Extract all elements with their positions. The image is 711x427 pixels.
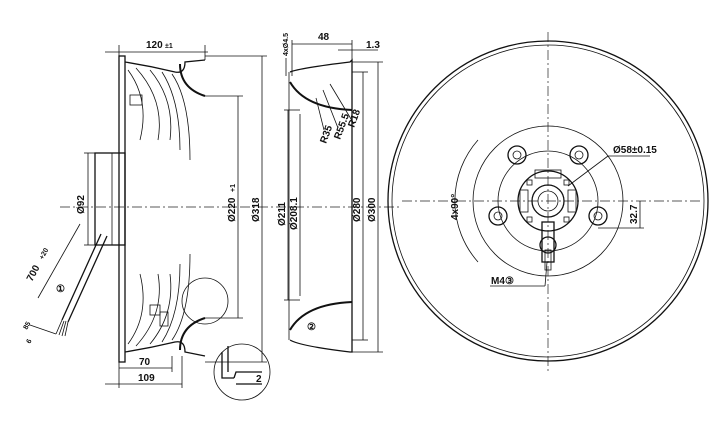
motor-hub <box>94 152 126 246</box>
dim-flange: 1.3 <box>338 40 380 51</box>
dim-depth-total-label: 109 <box>138 373 155 384</box>
inlet-lip-top <box>179 63 206 97</box>
callout-cable: ① <box>56 284 65 295</box>
dim-inlet-tol: +1 <box>230 184 237 192</box>
dim-ring-280-label: Ø280 <box>352 197 363 222</box>
detail-view: 2 <box>213 343 271 401</box>
dim-strip-label: 85 <box>23 321 33 331</box>
dim-width-overall-tol: ±1 <box>165 43 173 50</box>
dim-ring-inner-2-label: Ø208.1 <box>289 197 300 230</box>
dim-offset-label: 32.7 <box>629 204 640 224</box>
dim-ring-inner: Ø211 Ø208.1 <box>277 109 301 301</box>
dim-cable-tol: +20 <box>39 247 51 261</box>
dim-hub-label: Ø92 <box>76 195 87 214</box>
inlet-ring-view: 4xØ4.5 48 1.3 R18 R55.5 R35 <box>277 32 383 353</box>
shaft-circle <box>531 184 565 218</box>
callout-thread: ③ <box>505 276 514 287</box>
dim-depth-front: 70 <box>119 356 173 372</box>
rotor-inner-circle <box>517 170 579 232</box>
shaft-center <box>537 190 559 212</box>
outer-shroud-circle <box>387 40 709 362</box>
dim-offset: 32.7 <box>598 201 644 229</box>
dim-flange-label: 1.3 <box>366 40 380 51</box>
side-view: 120 ±1 Ø92 Ø220 +1 Ø318 700 <box>23 40 400 401</box>
front-view: 4x90° Ø58±0.15 32.7 M4 ③ <box>387 32 709 372</box>
dim-ring-outer: Ø280 Ø300 <box>352 61 383 353</box>
dim-cable-label: 700 <box>25 263 43 283</box>
dim-cable: 700 +20 ① <box>25 223 81 299</box>
rotor-circle <box>497 150 599 252</box>
dim-depth-total: 109 <box>105 356 183 388</box>
inlet-ring-curve-bottom <box>289 301 353 331</box>
inlet-lip-bottom <box>179 317 206 351</box>
thread-label: M4 <box>491 276 505 287</box>
stator-pads <box>519 169 577 223</box>
inlet-ring-curve-top <box>289 81 353 111</box>
dim-front-hub-label: Ø58±0.15 <box>613 145 657 156</box>
shroud-bottom <box>124 341 206 357</box>
mounting-bosses <box>488 145 608 226</box>
dim-ring-inner-1-label: Ø211 <box>277 202 288 226</box>
thread-callout: M4 ③ <box>490 261 548 287</box>
hub-circle <box>472 125 624 277</box>
back-plate <box>118 55 126 363</box>
dim-angle: 4x90° <box>450 139 479 263</box>
cable <box>55 233 108 337</box>
dim-inlet-label: Ø220 <box>227 197 238 222</box>
inlet-ring-outline <box>289 58 353 353</box>
dim-outer: Ø318 <box>205 55 267 363</box>
dim-hub: Ø92 <box>76 152 95 246</box>
dim-outer-label: Ø318 <box>251 197 262 222</box>
callout-ring: ② <box>307 322 316 333</box>
outer-shroud-inner <box>391 44 705 358</box>
dim-wire-end-label: 6 <box>26 338 34 345</box>
radius-labels: R18 R55.5 R35 <box>315 83 363 145</box>
dim-front-hub: Ø58±0.15 <box>567 145 657 187</box>
dim-ring-300-label: Ø300 <box>367 197 378 222</box>
dim-depth-front-label: 70 <box>139 357 151 368</box>
dim-angle-label: 4x90° <box>450 194 461 220</box>
dim-ring-depth-label: 48 <box>318 32 330 43</box>
connector-tab <box>539 221 557 271</box>
dim-inlet: Ø220 +1 <box>205 95 243 319</box>
detail-gap-label: 2 <box>256 374 262 385</box>
shroud-top <box>124 59 206 73</box>
dim-strip: 85 6 <box>23 321 57 345</box>
dim-width-overall: 120 ±1 <box>105 40 208 60</box>
dim-width-overall-label: 120 <box>146 40 163 51</box>
dim-bolt-holes-label: 4xØ4.5 <box>283 33 290 56</box>
detail-circle <box>181 277 229 325</box>
impeller-blades <box>127 67 191 347</box>
